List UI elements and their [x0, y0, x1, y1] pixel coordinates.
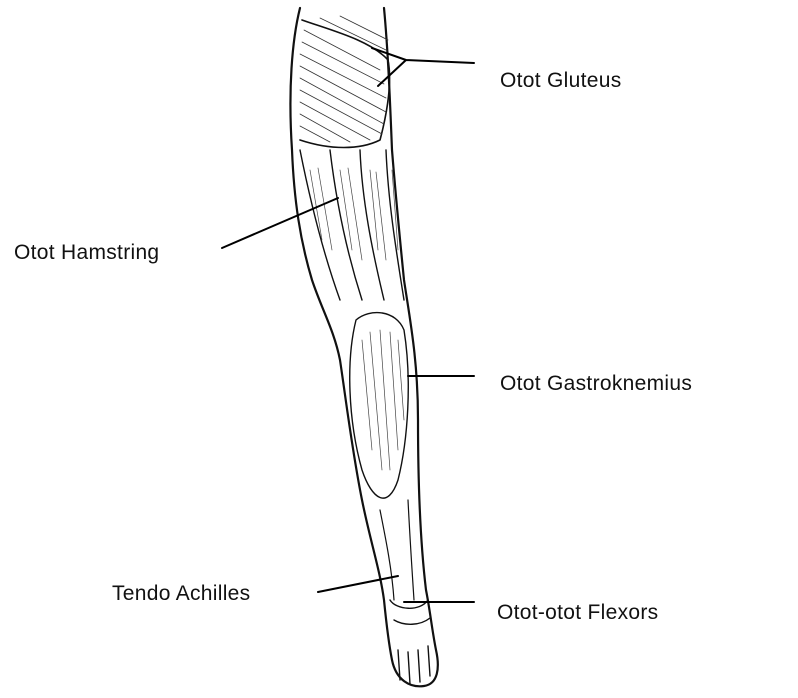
tendon-shape: [380, 500, 414, 600]
leader-lines: [222, 48, 474, 602]
leg-outline: [290, 8, 437, 686]
leader-achilles: [318, 576, 398, 592]
label-gastrocnemius: Otot Gastroknemius: [500, 373, 692, 394]
gastrocnemius-shape: [350, 313, 409, 499]
label-hamstring: Otot Hamstring: [14, 242, 159, 263]
hamstring-shape: [300, 150, 404, 300]
label-gluteus: Otot Gluteus: [500, 70, 622, 91]
label-tendo-achilles: Tendo Achilles: [112, 583, 250, 604]
label-flexors: Otot-otot Flexors: [497, 602, 658, 623]
gastrocnemius-striations: [362, 330, 404, 470]
gluteus-shape: [300, 20, 390, 148]
